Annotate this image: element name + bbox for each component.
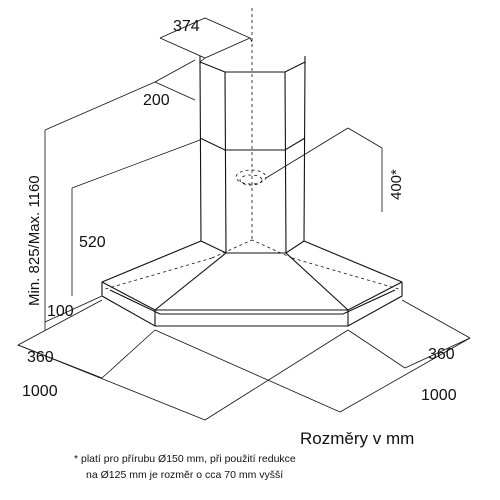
dim-side-left: 360 [27, 349, 54, 366]
footnote-line-2: na Ø125 mm je rozměr o cca 70 mm vyšší [86, 469, 284, 481]
dim-top-width: 374 [173, 18, 200, 35]
outlet-circle-inner [239, 174, 263, 186]
chimney-edge [224, 71, 227, 254]
dim-width-left: 1000 [22, 383, 58, 400]
units-caption: Rozměry v mm [300, 429, 414, 448]
canopy-skirt-left [101, 240, 202, 283]
dim-height-range: Min. 825/Max. 1160 [26, 175, 43, 306]
chimney-edge [199, 61, 202, 242]
canopy-front [101, 282, 403, 327]
chimney-edge [303, 61, 306, 242]
chimney-joint [199, 137, 306, 151]
dim-width-right: 1000 [421, 387, 457, 404]
footnote-line-1: * platí pro přírubu Ø150 mm, při použití… [74, 453, 296, 465]
canopy-upper-edge [101, 281, 403, 311]
dimension-lines [17, 17, 471, 421]
canopy-inner-plate [109, 289, 396, 315]
dim-side-right: 360 [428, 346, 455, 363]
dim-chimney-lower: 520 [79, 234, 106, 251]
chimney-edge [284, 71, 287, 254]
hood-outline [101, 56, 403, 327]
canopy-skirt-right [303, 240, 403, 283]
hidden-lines [101, 8, 403, 291]
dim-canopy-height: 100 [47, 303, 74, 320]
dim-outlet-offset: 400* [388, 169, 405, 200]
canopy-skirt-mid [154, 252, 227, 311]
outlet-circle [235, 169, 267, 185]
canopy-skirt-mid [285, 252, 349, 311]
chimney-bottom [200, 240, 305, 254]
dim-top-depth: 200 [143, 92, 170, 109]
chimney-top-rim [199, 61, 306, 73]
